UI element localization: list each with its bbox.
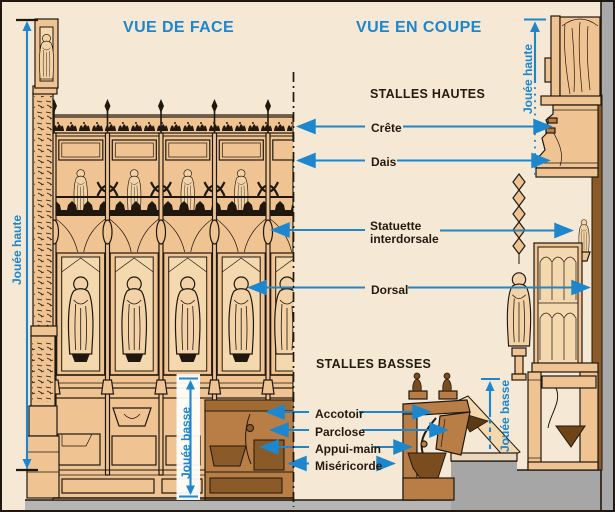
section-view-drawing <box>506 15 603 471</box>
leader-arrows <box>247 118 591 472</box>
parclose-label: Parclose <box>315 425 366 439</box>
jouee-basse-section-label: Jouée basse <box>498 379 512 452</box>
stalles-hautes-heading: STALLES HAUTES <box>370 87 486 101</box>
front-view-drawing <box>26 18 294 501</box>
crete-label: Crête <box>371 121 402 135</box>
jouee-basse-front-measure <box>179 377 198 498</box>
statuette-interdorsale-label: Statuette interdorsale <box>370 219 439 246</box>
jouee-basse-section-measure <box>481 377 500 452</box>
jouee-haute-left-measure <box>16 18 38 472</box>
accotoir-label: Accotoir <box>315 407 364 421</box>
stalles-basses-heading: STALLES BASSES <box>316 357 432 371</box>
jouee-haute-left-label: Jouée haute <box>10 214 24 285</box>
front-view-title: VUE DE FACE <box>123 19 235 36</box>
jouee-haute-right-label: Jouée haute <box>521 43 535 114</box>
low-stall-drawing <box>402 372 521 501</box>
jouee-haute-right-measure <box>524 18 546 180</box>
jouee-basse-measure-box <box>176 374 200 500</box>
section-view-title: VUE EN COUPE <box>356 19 482 36</box>
dais-label: Dais <box>371 155 397 169</box>
appui-main-label: Appui-main <box>315 442 381 456</box>
misericorde-label: Miséricorde <box>315 459 383 473</box>
jouee-basse-front-label: Jouée basse <box>179 406 193 479</box>
dorsal-label: Dorsal <box>371 283 409 297</box>
